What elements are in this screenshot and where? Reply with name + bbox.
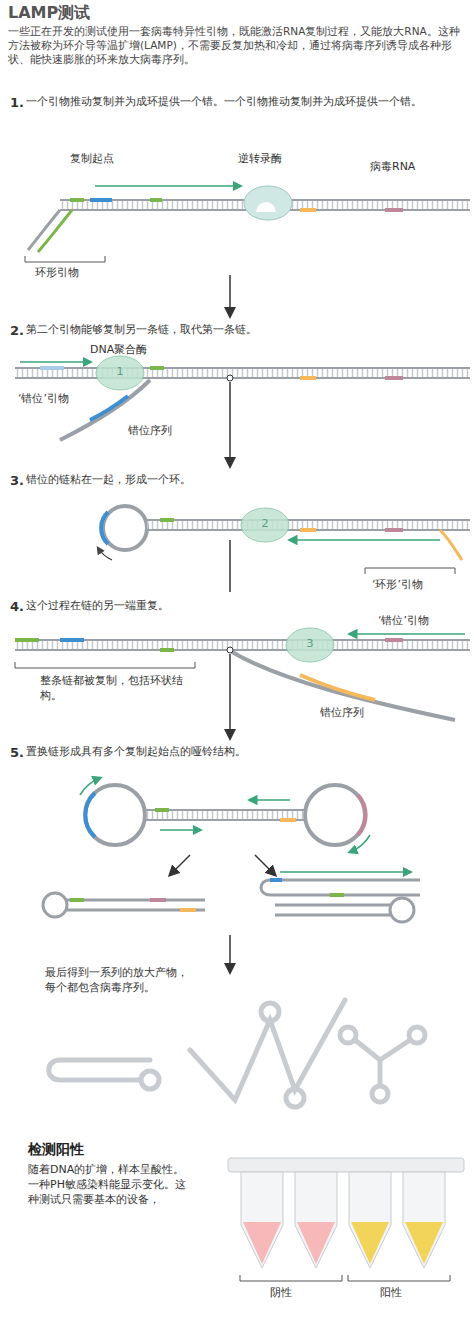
note-text: 最后得到一系列的放大产物，每个都包含病毒序列。 (45, 966, 195, 996)
part-label: 逆转录酶 (238, 152, 282, 167)
part-label: ‘错位’引物 (378, 614, 429, 629)
amplified-products (49, 1000, 425, 1107)
tube-liquid (243, 1222, 281, 1264)
part-label: DNA聚合酶 (90, 343, 147, 358)
result-label: 阳性 (380, 1286, 402, 1301)
step-text: 第二个引物能够复制另一条链，取代第一条链。 (26, 323, 466, 338)
callout-number: 2 (262, 517, 269, 532)
part-label: 错位序列 (128, 424, 172, 439)
part-label: 整条链都被复制，包括环状结构。 (40, 674, 190, 704)
step1-figure (25, 186, 470, 262)
tube-liquid (351, 1222, 389, 1264)
callout-number: 1 (117, 365, 124, 380)
tube (241, 1172, 283, 1268)
step-text: 一个引物推动复制并为成环提供一个错。一个引物推动复制并为成环提供一个错。 (26, 95, 466, 110)
step-number: 5. (10, 744, 24, 762)
part-label: 病毒RNA (370, 160, 415, 175)
part-label: 复制起点 (70, 152, 114, 167)
step-number: 1. (10, 94, 24, 112)
callout-number: 3 (307, 637, 314, 652)
section-heading: 检测阳性 (28, 1140, 84, 1159)
tube (403, 1172, 445, 1268)
intro-text: 一些正在开发的测试使用一套病毒特异性引物，既能激活RNA复制过程，又能放大RNA… (8, 24, 468, 67)
result-label: 阴性 (270, 1286, 292, 1301)
title: LAMP测试 (8, 2, 90, 24)
tube (295, 1172, 337, 1268)
step4-figure (15, 628, 470, 720)
step-text: 置换链形成具有多个复制起始点的哑铃结构。 (26, 745, 466, 760)
step-number: 3. (10, 472, 24, 490)
part-label: ‘错位’引物 (18, 392, 69, 407)
step2-figure (15, 356, 470, 440)
tube (349, 1172, 391, 1268)
test-tubes (228, 1158, 464, 1281)
section-text: 随着DNA的扩增，样本呈酸性。一种PH敏感染料能显示变化。这种测试只需要基本的设… (28, 1163, 188, 1208)
tube-liquid (297, 1222, 335, 1264)
part-label: ‘环形’引物 (372, 578, 423, 593)
step-number: 4. (10, 598, 24, 616)
dumbbell-figure (43, 778, 420, 922)
part-label: 环形引物 (35, 266, 79, 281)
tube-liquid (405, 1222, 443, 1264)
step-text: 这个过程在链的另一端重复。 (26, 599, 466, 614)
part-label: 错位序列 (320, 706, 364, 721)
step-number: 2. (10, 322, 24, 340)
step3-figure (98, 506, 470, 574)
step-text: 错位的链粘在一起，形成一个环。 (26, 473, 466, 488)
